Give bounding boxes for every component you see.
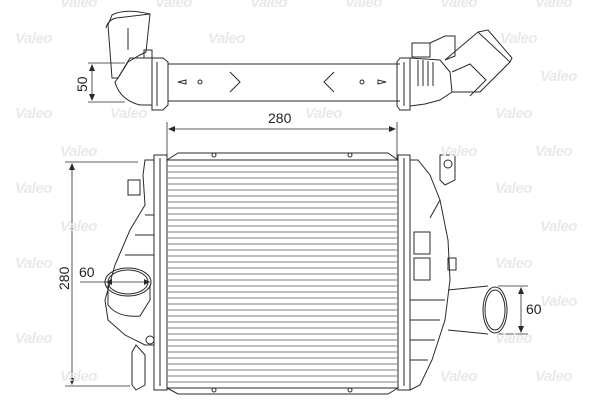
tube-height-label: 50 [74, 76, 90, 92]
watermark: Valeo [15, 330, 52, 347]
watermark: Valeo [250, 0, 287, 11]
watermark: Valeo [60, 218, 97, 235]
watermark: Valeo [440, 143, 477, 160]
core-fins [168, 165, 397, 383]
watermark: Valeo [15, 180, 52, 197]
watermark: Valeo [15, 30, 52, 47]
watermark: Valeo [535, 368, 572, 385]
watermark: Valeo [15, 105, 52, 122]
watermark: Valeo [60, 368, 97, 385]
watermark: Valeo [540, 68, 577, 85]
watermark: Valeo [110, 105, 147, 122]
watermark: Valeo [535, 0, 572, 11]
watermark: Valeo [305, 105, 342, 122]
watermark: Valeo [155, 0, 192, 11]
watermark: Valeo [495, 180, 532, 197]
watermark: Valeo [500, 30, 537, 47]
watermark: Valeo [440, 0, 477, 11]
watermark: Valeo [540, 218, 577, 235]
outlet-diameter-label: 60 [526, 301, 542, 317]
watermark: Valeo [345, 0, 382, 11]
watermark: Valeo [495, 255, 532, 272]
watermark: Valeo [60, 143, 97, 160]
watermark: Valeo [60, 0, 97, 11]
watermark: Valeo [495, 330, 532, 347]
watermark: Valeo [208, 30, 245, 47]
watermark: Valeo [535, 143, 572, 160]
inlet-diameter-label: 60 [79, 264, 95, 280]
watermark: Valeo [15, 255, 52, 272]
dimension-arrows [69, 64, 524, 385]
watermark: Valeo [540, 293, 577, 310]
top-length-label: 280 [268, 110, 292, 126]
top-view [105, 10, 513, 111]
core-height-label: 280 [56, 266, 72, 290]
watermark: Valeo [440, 368, 477, 385]
watermark: Valeo [495, 105, 532, 122]
